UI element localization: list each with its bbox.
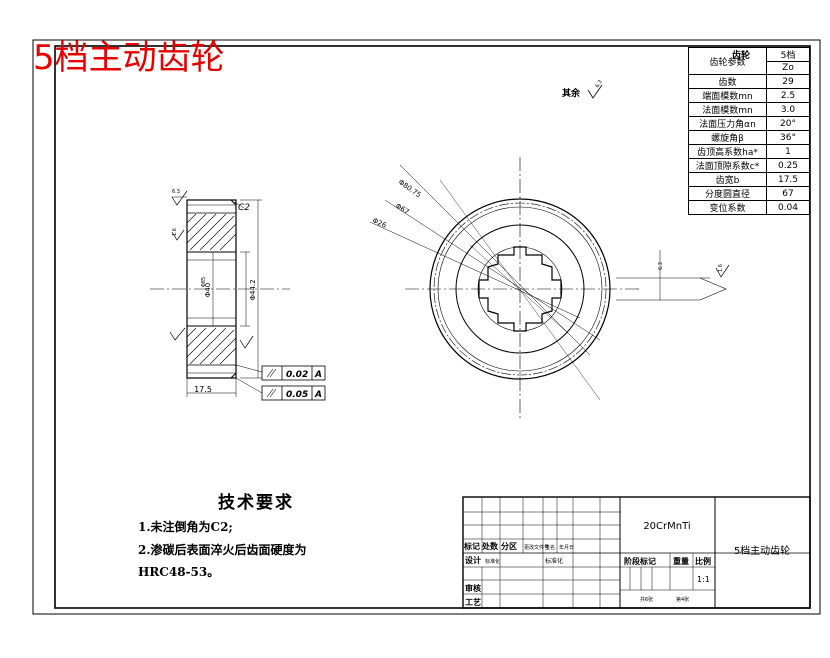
roughness-other-label: 其余 (562, 87, 581, 99)
param-value: 0.25 (766, 158, 810, 173)
roughness-spline-value: 6.3 (658, 262, 664, 270)
param-header-left: 齿轮参数 (688, 47, 767, 75)
param-label: 法面模数mn (688, 102, 767, 117)
param-value: 36° (766, 130, 810, 145)
tb-weight-label: 重量 (673, 556, 689, 566)
front-view (369, 84, 730, 420)
param-header-val2: Zo (766, 61, 810, 75)
param-value: 0.04 (766, 200, 810, 215)
param-label: 端面模数mn (688, 88, 767, 103)
tolerance-frame-1 (261, 365, 326, 381)
table-row: 齿轮参数 5档 (688, 47, 810, 75)
tb-sign-label: 签名 (545, 544, 555, 551)
param-label: 齿数 (688, 74, 767, 89)
material-label: 20CrMnTi (643, 521, 690, 532)
tb-std-label: 标准化 (485, 558, 500, 565)
table-row: 法面顶隙系数c*0.25 (688, 158, 810, 173)
tb-sheets-total: 共6张 (640, 596, 653, 603)
param-value: 3.0 (766, 102, 810, 117)
chamfer-label: C2 (238, 203, 250, 213)
side-section-view (150, 190, 290, 397)
param-label: 齿宽b (688, 172, 767, 187)
part-name-label: 5档主动齿轮 (734, 544, 790, 557)
tb-process-label: 工艺 (465, 597, 481, 607)
tolerance-frame-2 (261, 385, 326, 401)
tb-design-label: 设计 (465, 555, 481, 565)
outer-dia-label: Φ44.2 (249, 279, 257, 300)
drawing-title: 5档主动齿轮 (33, 38, 225, 78)
param-value: 20° (766, 116, 810, 131)
tech-line-2: 2.渗碳后表面淬火后齿面硬度为 (138, 543, 307, 557)
param-header-mid: 齿轮 (732, 51, 751, 61)
table-row: 齿顶高系数ha*1 (688, 144, 810, 159)
param-label: 变位系数 (688, 200, 767, 215)
param-value: 29 (766, 74, 810, 89)
param-value: 67 (766, 186, 810, 201)
inner-border (54, 45, 811, 609)
param-value: 1 (766, 144, 810, 159)
tb-scale-value: 1:1 (697, 575, 710, 584)
param-label: 分度圆直径 (688, 186, 767, 201)
tb-stage-label: 阶段标记 (624, 556, 656, 566)
param-header-val1: 5档 (766, 47, 810, 62)
tb-review-label: 审核 (465, 583, 481, 593)
tip-dia-label: Φ80.75 (397, 178, 423, 199)
tb-standard-label: 标准化 (545, 557, 563, 565)
tech-requirements-title: 技术要求 (218, 493, 294, 513)
tb-file-label: 更改文件号 (524, 544, 549, 551)
param-value: 2.5 (766, 88, 810, 103)
title-block-grid (462, 496, 811, 609)
bore-dia-label: Φ40 (204, 283, 212, 297)
param-label: 齿顶高系数ha* (688, 144, 767, 159)
param-label: 法面顶隙系数c* (688, 158, 767, 173)
tech-line-3: HRC48-53。 (138, 565, 220, 579)
tb-date-label: 年月日 (559, 544, 574, 551)
outer-border (32, 39, 821, 615)
tb-zone-label: 分区 (501, 541, 517, 551)
tolerance-1-datum: A (314, 370, 322, 380)
tolerance-2-value: 0.05 (286, 390, 308, 400)
face-dia-label: Φ85 (201, 277, 207, 287)
pitch-dia-label: Φ67 (394, 202, 410, 216)
tb-count-label: 处数 (481, 541, 499, 551)
tech-line-1: 1.未注倒角为C2; (138, 520, 233, 534)
param-value: 17.5 (766, 172, 810, 187)
roughness-other-value: 6.3 (595, 79, 604, 89)
tb-sheet-no: 第4张 (676, 596, 689, 603)
param-label: 螺旋角β (688, 130, 767, 145)
root-dia-label: Φ26 (371, 217, 388, 230)
roughness-right-value: 1.6 (718, 264, 724, 272)
tb-scale-label: 比例 (695, 556, 711, 566)
roughness-left-top: 6.3 (172, 189, 180, 195)
param-label: 法面压力角αn (688, 116, 767, 131)
width-dim-label: 17.5 (194, 385, 212, 394)
tolerance-2-datum: A (314, 390, 322, 400)
tb-mark-label: 标记 (463, 541, 480, 551)
tolerance-1-value: 0.02 (286, 370, 308, 380)
roughness-left-face: 1.6 (172, 228, 178, 236)
